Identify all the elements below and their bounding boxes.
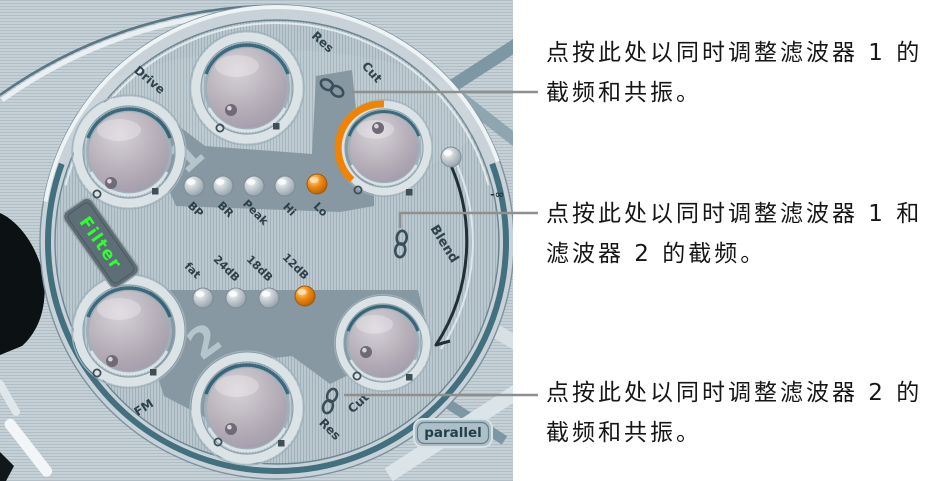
- parallel-button-label: parallel: [424, 425, 482, 441]
- callout-filter1-cut-res: 点按此处以同时调整滤波器 1 的 截频和共振。: [546, 33, 946, 113]
- blend-slider-handle[interactable]: [440, 146, 462, 168]
- filter2-cutoff-knob[interactable]: [335, 295, 432, 392]
- slope-24db-button[interactable]: [225, 287, 247, 309]
- leader-line-blend-chain: [398, 211, 538, 228]
- parallel-button[interactable]: parallel: [413, 418, 493, 448]
- filter-type-br-button[interactable]: [212, 175, 234, 197]
- callout-line: 截频和共振。: [546, 80, 702, 106]
- filter1-drive-knob[interactable]: [72, 95, 186, 209]
- filter-type-peak-button[interactable]: [243, 175, 265, 197]
- blend-slider-track[interactable]: [434, 157, 469, 347]
- res1-knob-indicator: [225, 104, 237, 116]
- cut2-knob-indicator: [360, 346, 372, 358]
- filter1-cutoff-value-arc: [334, 100, 385, 183]
- callout-line: 滤波器 2 的截频。: [546, 241, 767, 267]
- res2-knob-indicator: [225, 423, 237, 435]
- slope-18db-button[interactable]: [258, 287, 280, 309]
- callout-leader-lines: [344, 90, 538, 397]
- callout-blend-chain: 点按此处以同时调整滤波器 1 和 滤波器 2 的截频。: [546, 194, 946, 274]
- hi-label: Hi: [280, 200, 298, 218]
- filter1-resonance-knob[interactable]: [190, 31, 304, 145]
- drive-knob-indicator: [105, 177, 117, 189]
- blend-min-label: -∞: [490, 188, 504, 201]
- slope-12db-button-selected[interactable]: [294, 285, 316, 307]
- filter-type-lo-button-selected[interactable]: [306, 173, 328, 195]
- callout-filter2-cut-res: 点按此处以同时调整滤波器 2 的 截频和共振。: [546, 373, 946, 453]
- filter-type-bp-button[interactable]: [183, 175, 205, 197]
- slope-fat-button[interactable]: [192, 287, 214, 309]
- callout-line: 截频和共振。: [546, 420, 702, 446]
- knob-range-markers: [92, 123, 413, 447]
- filter2-fm-knob[interactable]: [72, 274, 186, 388]
- callout-line: 点按此处以同时调整滤波器 1 的: [546, 40, 923, 66]
- filter2-resonance-knob[interactable]: [190, 351, 304, 465]
- filter-type-hi-button[interactable]: [274, 175, 296, 197]
- callout-line: 点按此处以同时调整滤波器 2 的: [546, 380, 923, 406]
- blend-slider: -∞: [434, 146, 504, 350]
- fm-knob-indicator: [106, 355, 118, 367]
- cut1-knob-indicator: [372, 122, 384, 134]
- knob-cluster: [72, 31, 432, 465]
- callout-line: 点按此处以同时调整滤波器 1 和: [546, 201, 923, 227]
